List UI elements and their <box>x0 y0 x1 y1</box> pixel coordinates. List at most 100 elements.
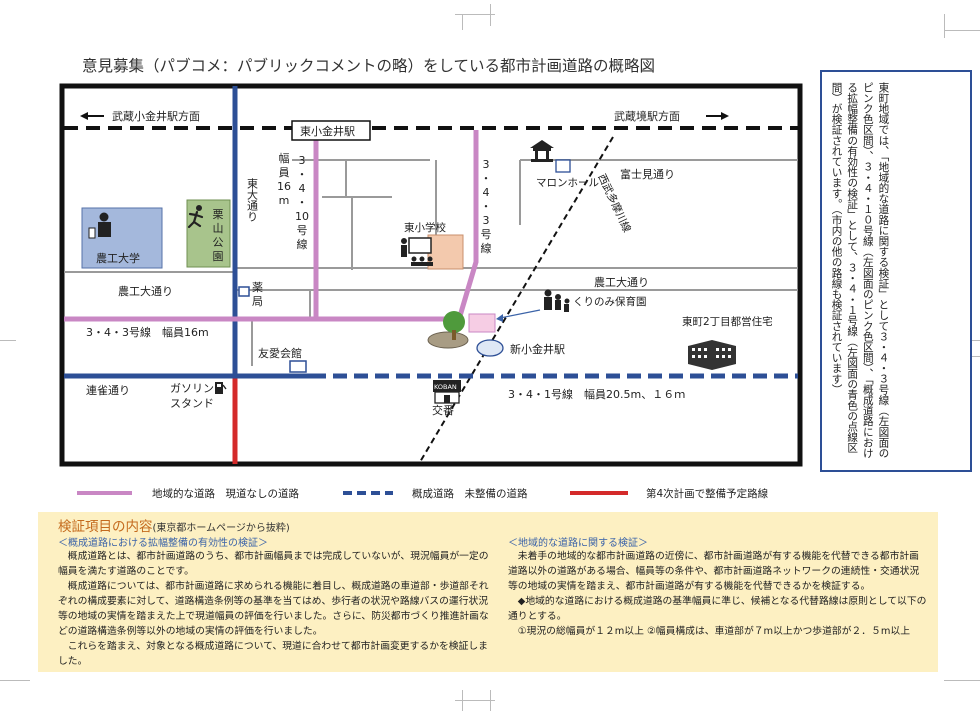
label-char: 3 <box>483 158 490 171</box>
label-char: 栗 <box>213 208 224 221</box>
legend-label-pink: 地域的な道路 現道なしの道路 <box>152 488 299 500</box>
label-char: 局 <box>252 295 263 308</box>
label-char: ・ <box>297 168 308 181</box>
label-char: 10 <box>295 210 309 223</box>
crop-mark <box>944 14 945 38</box>
direction-label-left: 武蔵小金井駅方面 <box>112 109 200 123</box>
road-label-noko-right: 農工大通り <box>594 275 649 289</box>
info-heading-note: (東京都ホームページから抜粋) <box>152 523 290 534</box>
crop-mark <box>944 680 980 681</box>
station-box-higashikoganei <box>291 120 371 141</box>
place-label-pharmacy: 薬 局 <box>252 281 263 308</box>
road-label-renjaku: 連雀通り <box>86 383 130 397</box>
label-char: 16 <box>277 180 291 193</box>
place-higashi-school <box>427 234 464 270</box>
wheelchair-marker <box>555 159 571 173</box>
road-label-fujimi: 富士見通り <box>620 167 675 181</box>
koban-sign: KOBAN <box>434 383 457 391</box>
place-kuriyama-park <box>186 199 231 268</box>
road-label-3-4-10-width: 幅 員 16 m <box>277 152 291 207</box>
label-char: m <box>279 194 290 207</box>
road-3-4-3-pink-north <box>457 130 479 317</box>
label-char: 公 <box>213 236 224 249</box>
place-label-kuriyama: 栗 山 公 園 <box>213 208 224 263</box>
classroom-icon <box>401 237 433 266</box>
road-label-3-4-3: 3・4・3号線 幅員16m <box>86 325 209 339</box>
left-subheading: ＜概成道路における拡幅整備の有効性の検証＞ <box>58 538 268 549</box>
label-char: ・ <box>481 172 492 185</box>
label-char: 薬 <box>252 281 263 294</box>
arrow-right-icon <box>721 112 729 120</box>
map-frame <box>59 83 803 467</box>
right-column: 未着手の地域的な都市計画道路の近傍に、都市計画道路が有する機能を代替できる都市計… <box>508 549 928 639</box>
legend-swatch-red <box>570 491 628 495</box>
label-char: 山 <box>213 222 224 235</box>
label-char: ・ <box>297 196 308 209</box>
plaza <box>427 331 469 349</box>
temple-icon <box>530 140 554 162</box>
label-char: 4 <box>299 182 306 195</box>
person-at-desk-icon <box>88 212 111 239</box>
legend-label-red: 第4次計画で整備予定路線 <box>646 488 769 500</box>
crop-mark <box>490 4 491 26</box>
arrow-left-icon <box>80 112 88 120</box>
left-paragraph: 概成道路とは、都市計画道路のうち、都市計画幅員までは完成していないが、現況幅員が… <box>58 551 489 577</box>
label-char: 員 <box>279 166 290 179</box>
tree-icon <box>443 311 465 333</box>
crop-mark <box>462 14 463 30</box>
station-label-higashikoganei: 東小金井駅 <box>300 124 355 138</box>
crop-mark <box>455 700 495 701</box>
tree-trunk <box>452 330 456 340</box>
station-label-shinkoganei: 新小金井駅 <box>510 342 565 356</box>
crop-mark <box>455 14 495 15</box>
info-heading: 検証項目の内容(東京都ホームページから抜粋) <box>58 515 290 535</box>
place-label-koban: 交番 <box>432 403 454 417</box>
place-label-higashi-school: 東小学校 <box>404 221 446 234</box>
place-label-noko-univ: 農工大学 <box>96 251 140 265</box>
road-label-3-4-10: 3 ・ 4 ・ 10 号 線 <box>295 154 309 251</box>
place-yuai-hall <box>289 360 307 373</box>
label-char: 号 <box>297 224 308 237</box>
right-paragraph: 未着手の地域的な都市計画道路の近傍に、都市計画道路が有する機能を代替できる都市計… <box>508 551 920 592</box>
road-label-noko-left: 農工大通り <box>118 284 173 298</box>
crop-mark <box>0 340 16 341</box>
place-label-gas-1: ガソリン <box>170 382 214 395</box>
gas-pump-icon <box>215 382 227 394</box>
right-subheading: ＜地域的な道路に関する検証＞ <box>508 538 648 549</box>
family-icon <box>544 289 570 312</box>
place-label-toei-housing: 東町2丁目都営住宅 <box>682 315 773 328</box>
road-label-higashi-odori: 東大通り <box>246 178 259 222</box>
legend-swatch-pink <box>77 491 132 495</box>
label-char: 3 <box>483 214 490 227</box>
place-label-yuai: 友愛会館 <box>258 346 302 360</box>
legend: 地域的な道路 現道なしの道路 概成道路 未整備の道路 第4次計画で整備予定路線 <box>0 478 980 504</box>
seibu-tamagawa-line <box>419 136 614 463</box>
pointer-arrow <box>499 309 541 319</box>
label-char: 3 <box>299 154 306 167</box>
label-char: 号 <box>481 228 492 241</box>
koban-icon: KOBAN <box>433 380 461 404</box>
apartment-building-icon <box>688 340 736 370</box>
left-paragraph: 概成道路については、都市計画道路に求められる機能に着目し、概成道路の車道部・歩道… <box>58 581 489 637</box>
place-label-marron-hall: マロンホール <box>536 177 599 189</box>
left-paragraph: これらを踏まえ、対象となる概成道路について、現道に合わせて都市計画変更するかを検… <box>58 641 488 667</box>
place-label-kurinomi: くりのみ保育園 <box>573 295 647 308</box>
pointer-arrow-head <box>496 314 503 322</box>
left-column: 概成道路とは、都市計画道路のうち、都市計画幅員までは完成していないが、現況幅員が… <box>58 549 490 669</box>
place-kurinomi-nursery <box>468 313 496 333</box>
label-char: 園 <box>213 250 224 263</box>
pharmacy-icon <box>238 286 250 297</box>
right-paragraph: ◆地域的な道路における概成道路の基準幅員に準じ、候補となる代替路線は原則として以… <box>508 596 927 622</box>
crop-mark <box>0 680 30 681</box>
side-note-box: 東町地域では、「地域的な道路に関する検証」として３・４・３号線（左図面のピンク色… <box>820 70 972 472</box>
direction-label-right: 武蔵境駅方面 <box>614 109 680 123</box>
legend-swatch-blue-dashed <box>343 491 393 495</box>
label-char: 線 <box>297 237 308 251</box>
legend-label-blue: 概成道路 未整備の道路 <box>412 488 528 500</box>
station-marker-shinkoganei <box>476 339 504 357</box>
right-paragraph: ①現況の総幅員が１２m以上 ②幅員構成は、車道部が７m以上かつ歩道部が２．５m以… <box>508 626 910 637</box>
road-label-3-4-1-text: 3・4・1号線 幅員20.5m、１６ｍ <box>508 387 685 401</box>
label-char: 幅 <box>279 152 290 165</box>
label-char: 4 <box>483 186 490 199</box>
